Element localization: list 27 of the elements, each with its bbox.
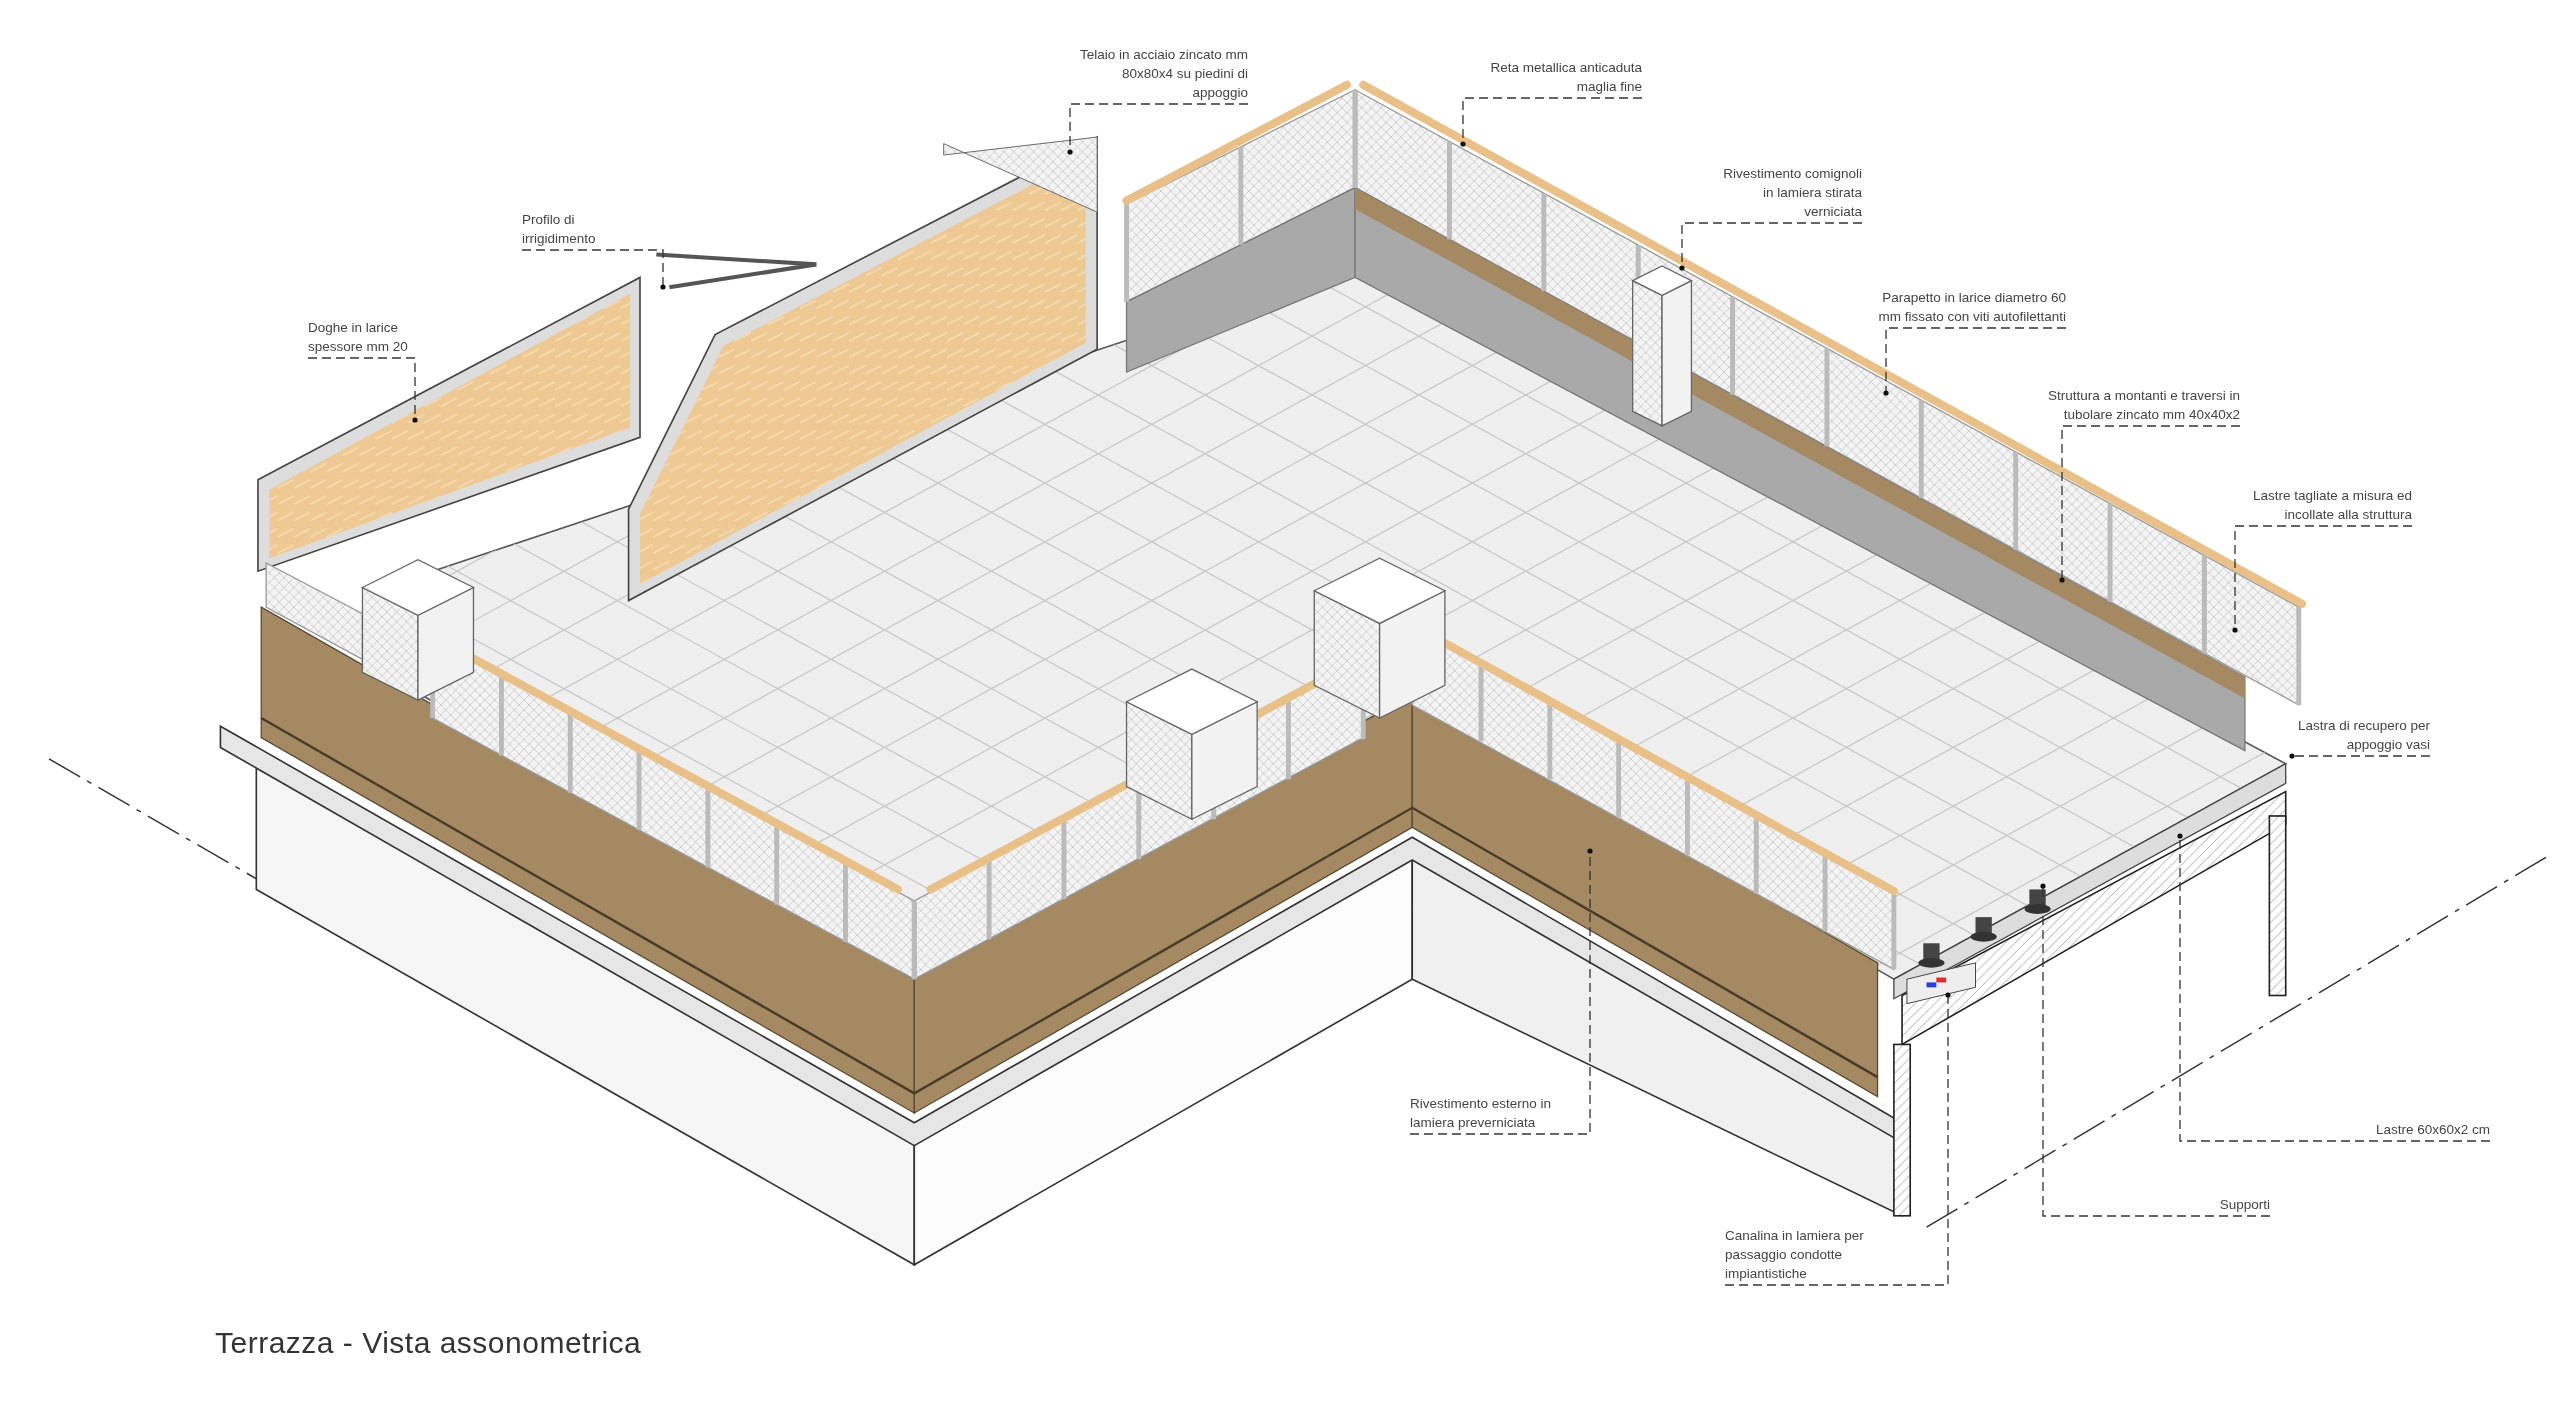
callout-label: Reta metallica anticaduta maglia fine bbox=[1472, 58, 1642, 96]
leader-line bbox=[2232, 525, 2413, 633]
callout-label: Lastre 60x60x2 cm bbox=[2330, 1120, 2490, 1139]
callout-label: Canalina in lamiera per passaggio condotte impiantistiche bbox=[1725, 1226, 1895, 1283]
callout-label: Lastra di recupero per appoggio vasi bbox=[2280, 716, 2430, 754]
leader-line bbox=[2059, 425, 2241, 583]
leader-line bbox=[1724, 992, 1951, 1286]
leader-line bbox=[307, 357, 418, 423]
callout-label: Struttura a montanti e traversi in tubolare zincato mm 40x40x2 bbox=[2030, 386, 2240, 424]
callout-label: Rivestimento comignoli in lamiera stirata verniciata bbox=[1712, 164, 1862, 221]
leader-line bbox=[1409, 848, 1593, 1135]
leader-line bbox=[2040, 883, 2271, 1217]
leader-line bbox=[2177, 833, 2491, 1142]
callout-label: Parapetto in larice diametro 60 mm fissato con viti autofilettanti bbox=[1856, 288, 2066, 326]
callout-label: Rivestimento esterno in lamiera preverniciata bbox=[1410, 1094, 1590, 1132]
callout-label: Profilo di irrigidimento bbox=[522, 210, 642, 248]
callout-label: Telaio in acciaio zincato mm 80x80x4 su piedini di appoggio bbox=[1068, 45, 1248, 102]
leader-line bbox=[1679, 222, 1863, 271]
leader-line bbox=[1460, 97, 1643, 147]
callout-label: Doghe in larice spessore mm 20 bbox=[308, 318, 428, 356]
drawing-title: Terrazza - Vista assonometrica bbox=[215, 1326, 642, 1360]
leader-line bbox=[1067, 103, 1249, 155]
leader-line bbox=[1883, 327, 2067, 396]
leader-line bbox=[521, 249, 666, 290]
callout-label: Supporti bbox=[2150, 1195, 2270, 1214]
leader-line bbox=[2289, 753, 2431, 759]
callout-label: Lastre tagliate a misura ed incollate alla struttura bbox=[2222, 486, 2412, 524]
